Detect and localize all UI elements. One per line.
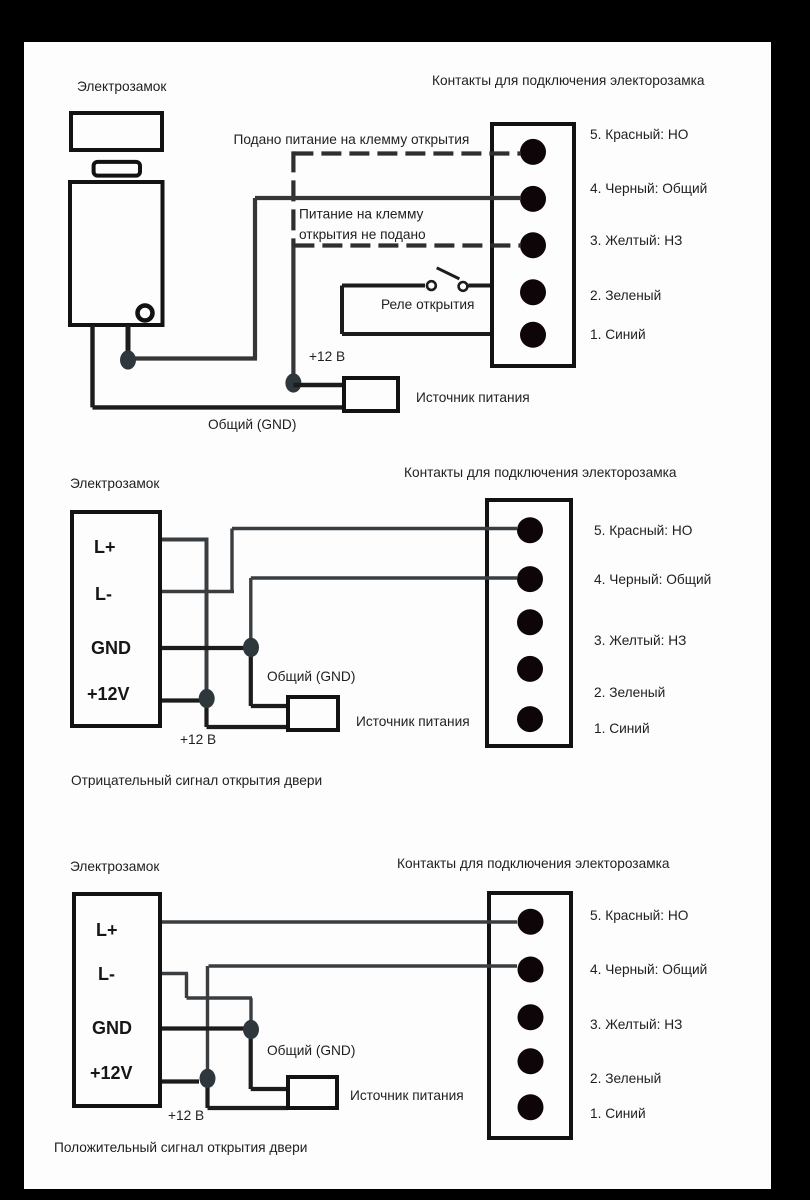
svg-text:+12V: +12V [87, 684, 130, 704]
svg-text:4. Черный: Общий: 4. Черный: Общий [590, 181, 707, 196]
svg-text:3. Желтый: НЗ: 3. Желтый: НЗ [590, 1017, 682, 1032]
svg-text:4. Черный: Общий: 4. Черный: Общий [594, 572, 711, 587]
svg-text:1. Синий: 1. Синий [590, 327, 646, 342]
svg-text:3. Желтый: НЗ: 3. Желтый: НЗ [594, 633, 686, 648]
svg-text:+12 В: +12 В [168, 1108, 204, 1123]
svg-text:Источник питания: Источник питания [416, 390, 530, 405]
svg-text:4. Черный: Общий: 4. Черный: Общий [590, 962, 707, 977]
svg-text:Источник питания: Источник питания [356, 714, 470, 729]
svg-text:Электрозамок: Электрозамок [70, 859, 160, 874]
svg-text:GND: GND [91, 638, 131, 658]
svg-text:L-: L- [95, 584, 112, 604]
svg-text:2. Зеленый: 2. Зеленый [590, 1071, 661, 1086]
svg-text:+12 В: +12 В [180, 732, 216, 747]
svg-text:+12V: +12V [90, 1063, 133, 1083]
svg-text:5. Красный: НО: 5. Красный: НО [594, 523, 692, 538]
svg-text:Общий (GND): Общий (GND) [267, 1043, 355, 1058]
svg-text:L+: L+ [94, 537, 116, 557]
svg-text:L-: L- [98, 964, 115, 984]
svg-text:Контакты для подключения элект: Контакты для подключения электорозамка [404, 465, 677, 480]
svg-text:1. Синий: 1. Синий [594, 721, 650, 736]
svg-text:Общий (GND): Общий (GND) [208, 417, 296, 432]
svg-text:L+: L+ [96, 920, 118, 940]
svg-text:5. Красный: НО: 5. Красный: НО [590, 908, 688, 923]
svg-text:1. Синий: 1. Синий [590, 1106, 646, 1121]
svg-text:Реле открытия: Реле открытия [381, 297, 474, 312]
svg-text:Контакты для подключения элект: Контакты для подключения электорозамка [397, 856, 670, 871]
svg-text:Положительный сигнал открытия: Положительный сигнал открытия двери [54, 1140, 307, 1155]
svg-text:2. Зеленый: 2. Зеленый [594, 685, 665, 700]
svg-text:Источник питания: Источник питания [350, 1088, 464, 1103]
svg-text:Отрицательный сигнал открытия: Отрицательный сигнал открытия двери [71, 773, 322, 788]
svg-text:2. Зеленый: 2. Зеленый [590, 288, 661, 303]
svg-text:Электрозамок: Электрозамок [77, 79, 167, 94]
svg-text:Питание на клемму: Питание на клемму [299, 207, 424, 222]
svg-text:+12 В: +12 В [309, 349, 345, 364]
svg-text:5. Красный: НО: 5. Красный: НО [590, 127, 688, 142]
svg-text:Электрозамок: Электрозамок [70, 476, 160, 491]
svg-text:Общий (GND): Общий (GND) [267, 669, 355, 684]
svg-text:открытия не подано: открытия не подано [299, 227, 426, 242]
svg-text:Подано питание на клемму откры: Подано питание на клемму открытия [234, 132, 470, 147]
svg-text:GND: GND [92, 1018, 132, 1038]
svg-text:Контакты для подключения элект: Контакты для подключения электорозамка [432, 73, 705, 88]
svg-text:3. Желтый: НЗ: 3. Желтый: НЗ [590, 233, 682, 248]
